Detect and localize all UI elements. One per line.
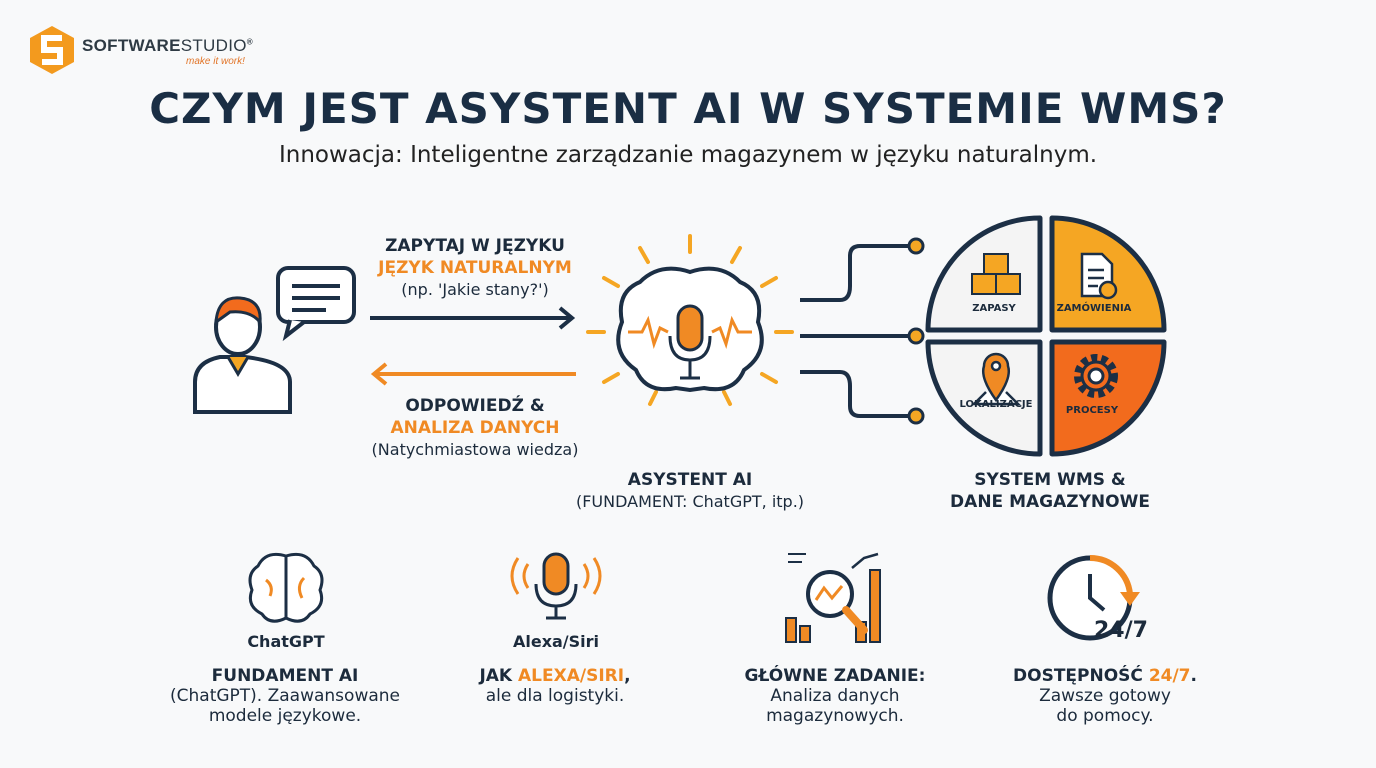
wms-title-line1: SYSTEM WMS & bbox=[974, 470, 1126, 490]
assistant-title: ASYSTENT AI bbox=[627, 470, 753, 490]
chatgpt-icon-label: ChatGPT bbox=[247, 632, 325, 651]
quadrant-procesy: PROCESY bbox=[1065, 404, 1119, 416]
quadrant-zamowienia: ZAMÓWIENIA bbox=[1056, 302, 1132, 314]
assistant-subtitle: (FUNDAMENT: ChatGPT, itp.) bbox=[575, 492, 805, 511]
query-example: (np. 'Jakie stany?') bbox=[401, 280, 549, 299]
quadrant-lokalizacje: LOKALIZACJE bbox=[959, 398, 1033, 410]
page-title: CZYM JEST ASYSTENT AI W SYSTEMIE WMS? bbox=[149, 84, 1227, 133]
query-label-line2: JĘZYK NATURALNYM bbox=[378, 258, 572, 278]
wms-data-circle bbox=[925, 215, 1167, 457]
page-subtitle: Innowacja: Inteligentne zarządzanie maga… bbox=[278, 142, 1098, 168]
feature-alexa-siri: JAK ALEXA/SIRI,ale dla logistyki. bbox=[479, 666, 631, 706]
arrow-right-icon bbox=[370, 306, 576, 330]
brand-name: SOFTWARESTUDIO® bbox=[82, 36, 253, 55]
clock-24-7-label: 24/7 bbox=[1094, 618, 1148, 643]
clock-24-7-icon bbox=[1047, 554, 1140, 641]
brand-tagline: make it work! bbox=[186, 56, 245, 67]
connector-lines bbox=[800, 237, 925, 425]
query-label-line1: ZAPYTAJ W JĘZYKU bbox=[385, 236, 565, 256]
answer-note: (Natychmiastowa wiedza) bbox=[371, 440, 579, 459]
ai-brain-microphone-icon bbox=[586, 234, 794, 406]
microphone-icon bbox=[510, 552, 602, 620]
answer-label-line2: ANALIZA DANYCH bbox=[390, 418, 560, 438]
software-studio-logo-icon bbox=[30, 26, 74, 74]
wms-title-line2: DANE MAGAZYNOWE bbox=[950, 492, 1150, 512]
quadrant-zapasy: ZAPASY bbox=[972, 302, 1016, 314]
answer-label-line1: ODPOWIEDŹ & bbox=[405, 396, 545, 416]
data-analysis-icon bbox=[785, 552, 881, 643]
alexa-siri-icon-label: Alexa/Siri bbox=[512, 632, 600, 651]
arrow-left-icon bbox=[370, 362, 576, 386]
user-icon bbox=[193, 266, 356, 414]
brain-icon bbox=[248, 552, 324, 623]
